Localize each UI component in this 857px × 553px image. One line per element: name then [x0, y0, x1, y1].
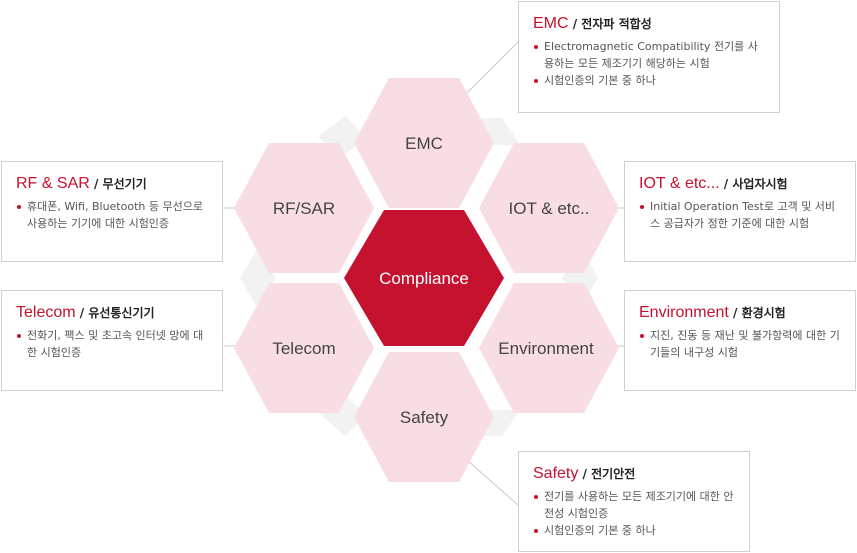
card-safety: Safety / 전기안전 전기를 사용하는 모든 제조기기에 대한 안전성 시…	[518, 451, 750, 552]
list-item: Initial Operation Test로 고객 및 서비스 공급자가 정한…	[639, 198, 843, 232]
card-emc-list: Electromagnetic Compatibility 전기를 사용하는 모…	[533, 38, 767, 89]
card-iot-title: IOT & etc... / 사업자시험	[639, 172, 843, 195]
list-item: 지진, 진동 등 재난 및 불가항력에 대한 기기들의 내구성 시험	[639, 327, 843, 361]
card-environment-title-ko: / 환경시험	[728, 306, 786, 320]
card-rfsar: RF & SAR / 무선기기 휴대폰, Wifi, Bluetooth 등 무…	[1, 161, 223, 262]
list-item: 시험인증의 기본 중 하나	[533, 72, 767, 89]
card-safety-list: 전기를 사용하는 모든 제조기기에 대한 안전성 시험인증 시험인증의 기본 중…	[533, 488, 737, 539]
hex-iot-label: IOT & etc..	[509, 199, 590, 218]
list-item: Electromagnetic Compatibility 전기를 사용하는 모…	[533, 38, 767, 72]
card-iot-list: Initial Operation Test로 고객 및 서비스 공급자가 정한…	[639, 198, 843, 232]
card-environment-title: Environment / 환경시험	[639, 301, 843, 324]
list-item: 전화기, 팩스 및 초고속 인터넷 망에 대한 시험인증	[16, 327, 210, 361]
hex-iot[interactable]: IOT & etc..	[479, 143, 619, 273]
hex-emc[interactable]: EMC	[354, 78, 494, 208]
hex-rfsar-label: RF/SAR	[273, 199, 335, 218]
card-safety-title: Safety / 전기안전	[533, 462, 737, 485]
card-telecom-title-ko: / 유선통신기기	[75, 306, 155, 320]
hex-rfsar[interactable]: RF/SAR	[234, 143, 374, 273]
card-emc-title: EMC / 전자파 적합성	[533, 12, 767, 35]
list-item: 전기를 사용하는 모든 제조기기에 대한 안전성 시험인증	[533, 488, 737, 522]
card-telecom-title: Telecom / 유선통신기기	[16, 301, 210, 324]
card-telecom-list: 전화기, 팩스 및 초고속 인터넷 망에 대한 시험인증	[16, 327, 210, 361]
card-emc: EMC / 전자파 적합성 Electromagnetic Compatibil…	[518, 1, 780, 113]
hex-emc-label: EMC	[405, 134, 443, 153]
hex-telecom-label: Telecom	[272, 339, 335, 358]
list-item: 시험인증의 기본 중 하나	[533, 522, 737, 539]
hex-center-label: Compliance	[379, 269, 469, 288]
list-item: 휴대폰, Wifi, Bluetooth 등 무선으로 사용하는 기기에 대한 …	[16, 198, 210, 232]
card-iot-title-en: IOT & etc...	[639, 175, 720, 192]
hex-safety-label: Safety	[400, 408, 449, 427]
card-environment-list: 지진, 진동 등 재난 및 불가항력에 대한 기기들의 내구성 시험	[639, 327, 843, 361]
card-iot: IOT & etc... / 사업자시험 Initial Operation T…	[624, 161, 856, 262]
hex-safety[interactable]: Safety	[354, 352, 494, 482]
hex-telecom[interactable]: Telecom	[234, 283, 374, 413]
card-emc-title-en: EMC	[533, 15, 569, 32]
card-telecom: Telecom / 유선통신기기 전화기, 팩스 및 초고속 인터넷 망에 대한…	[1, 290, 223, 391]
card-safety-title-en: Safety	[533, 465, 579, 482]
hex-environment[interactable]: Environment	[479, 283, 619, 413]
hex-environment-label: Environment	[498, 339, 594, 358]
card-rfsar-list: 휴대폰, Wifi, Bluetooth 등 무선으로 사용하는 기기에 대한 …	[16, 198, 210, 232]
card-rfsar-title-ko: / 무선기기	[89, 177, 147, 191]
card-emc-title-ko: / 전자파 적합성	[568, 17, 652, 31]
card-environment-title-en: Environment	[639, 304, 729, 321]
card-iot-title-ko: / 사업자시험	[719, 177, 788, 191]
card-safety-title-ko: / 전기안전	[578, 467, 636, 481]
hex-center[interactable]: Compliance	[344, 210, 504, 346]
card-telecom-title-en: Telecom	[16, 304, 76, 321]
card-rfsar-title: RF & SAR / 무선기기	[16, 172, 210, 195]
card-rfsar-title-en: RF & SAR	[16, 175, 90, 192]
card-environment: Environment / 환경시험 지진, 진동 등 재난 및 불가항력에 대…	[624, 290, 856, 391]
